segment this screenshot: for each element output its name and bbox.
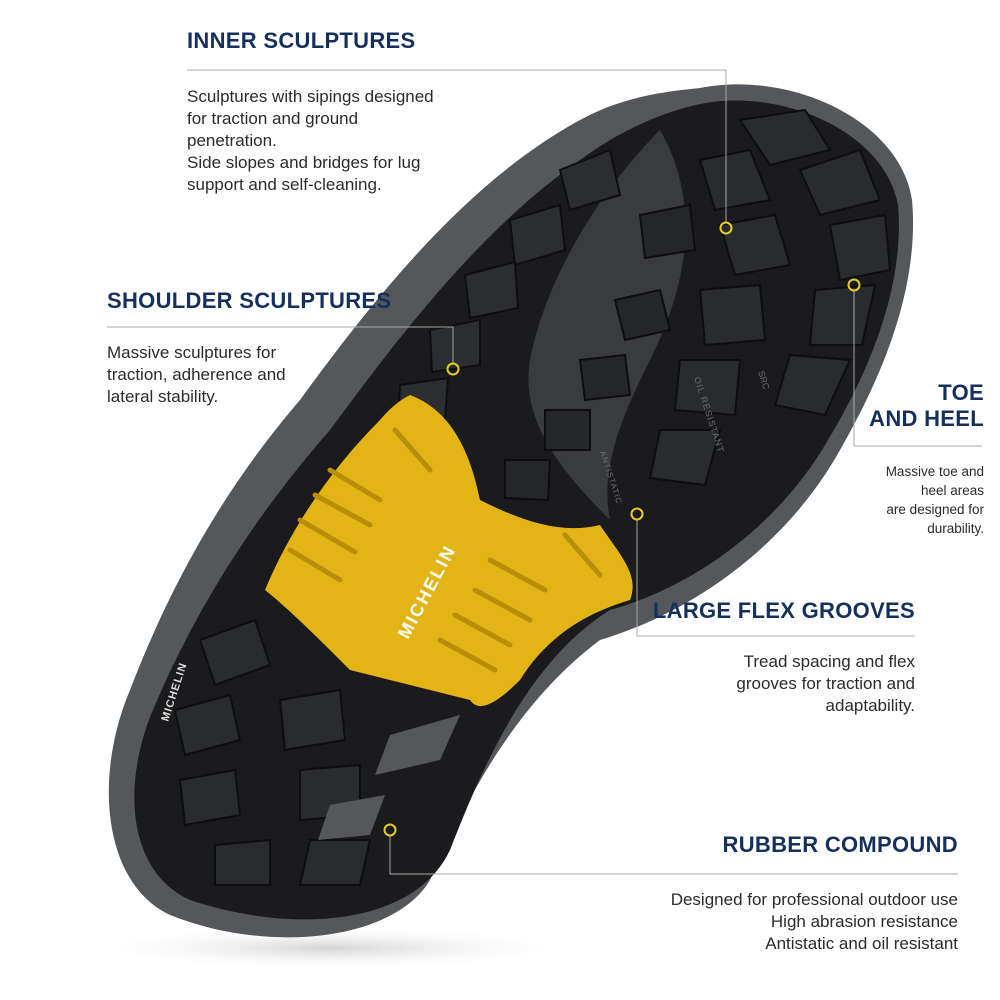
callout-dot-inner xyxy=(719,221,733,235)
yellow-shank-ribs xyxy=(287,427,603,673)
callout-dot-shoulder xyxy=(446,362,460,376)
shoulder-sculptures-heading: SHOULDER SCULPTURES xyxy=(107,288,392,313)
rubber-compound-description: Designed for professional outdoor use Hi… xyxy=(670,890,958,953)
callout-line-flex xyxy=(636,520,915,637)
rubber-compound-heading: RUBBER COMPOUND xyxy=(722,832,958,857)
toe-lugs xyxy=(648,108,892,487)
callout-line-shoulder xyxy=(107,326,454,363)
callout-line-inner xyxy=(187,69,727,222)
yellow-arch-shank xyxy=(265,395,633,707)
inner-sculptures-description: Sculptures with sipings designed for tra… xyxy=(187,87,434,194)
floor-shadow xyxy=(70,926,590,970)
heel-lugs xyxy=(173,618,372,886)
inner-sculptures-heading: INNER SCULPTURES xyxy=(187,28,416,53)
shoulder-sculptures-description: Massive sculptures for traction, adheren… xyxy=(107,343,286,406)
callout-dot-toe xyxy=(847,278,861,292)
callout-dot-rubber xyxy=(383,823,397,837)
large-flex-grooves-heading: LARGE FLEX GROOVES xyxy=(652,598,915,623)
heel-grey-pads xyxy=(318,715,460,840)
toe-and-heel-heading: TOE AND HEEL xyxy=(869,380,984,432)
toe-and-heel-description: Massive toe and heel areas are designed … xyxy=(885,464,984,536)
callout-dot-flex xyxy=(630,507,644,521)
center-lugs xyxy=(504,203,697,502)
large-flex-grooves-description: Tread spacing and flex grooves for tract… xyxy=(736,652,915,715)
callout-line-rubber xyxy=(389,836,958,875)
callout-line-toe xyxy=(853,291,982,447)
callout-dots xyxy=(383,221,861,837)
callout-lines xyxy=(107,69,982,875)
